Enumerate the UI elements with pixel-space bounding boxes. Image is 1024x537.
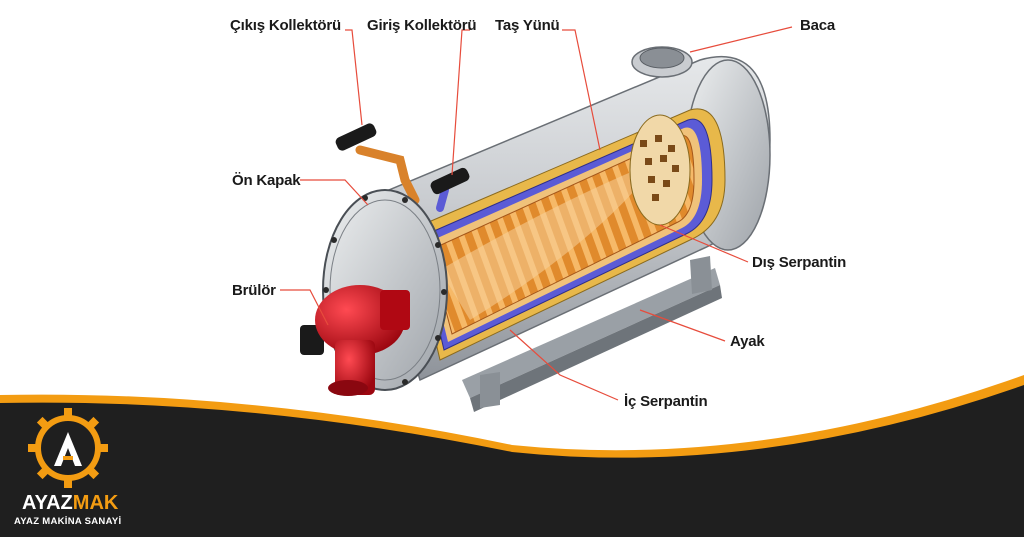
label-brulor: Brülör — [232, 282, 276, 299]
label-cikis-kollektoru: Çıkış Kollektörü — [230, 17, 341, 34]
leader-ayak — [639, 309, 726, 342]
label-giris-kollektoru: Giriş Kollektörü — [367, 17, 477, 34]
brand-name: AYAZMAK — [22, 492, 118, 515]
collector-pipes — [335, 123, 470, 212]
brand-tagline: AYAZ MAKİNA SANAYİ — [14, 516, 122, 527]
brand-name-part1: AYAZ — [22, 492, 73, 514]
logo-gear-icon — [28, 408, 108, 488]
leader-on-kapak — [300, 179, 369, 206]
brand-name-part2: MAK — [72, 492, 119, 514]
label-ic-serpantin: İç Serpantin — [624, 393, 708, 410]
burner — [300, 285, 410, 396]
label-baca: Baca — [800, 17, 836, 34]
label-ayak: Ayak — [730, 333, 765, 350]
leader-baca — [689, 26, 793, 53]
label-tas-yunu: Taş Yünü — [495, 17, 560, 34]
footer-band — [0, 375, 1024, 537]
leader-tas-yunu — [562, 29, 601, 151]
leader-giris — [451, 29, 470, 176]
chimney — [631, 46, 693, 78]
boiler-cutaway — [409, 108, 726, 361]
leader-lines — [280, 26, 793, 401]
leader-cikis — [345, 29, 363, 126]
label-on-kapak: Ön Kapak — [232, 172, 301, 189]
label-dis-serpantin: Dış Serpantin — [752, 254, 847, 271]
leader-brulor — [280, 289, 329, 326]
leader-ic-serpantin — [509, 329, 619, 401]
leader-dis-serpantin — [659, 224, 749, 263]
